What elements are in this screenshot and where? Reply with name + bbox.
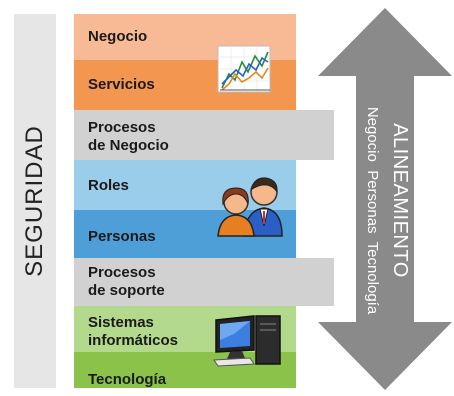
alignment-subtitle-box: Negocio Personas Tecnología xyxy=(358,60,388,360)
security-label-box: SEGURIDAD xyxy=(14,14,56,388)
security-label: SEGURIDAD xyxy=(21,125,48,277)
label-sistemas: Sistemas informáticos xyxy=(88,314,179,349)
people-icon xyxy=(217,177,283,237)
label-procesos-negocio: Procesos de Negocio xyxy=(88,119,169,154)
line-chart-icon xyxy=(217,45,271,93)
alignment-arrow-icon xyxy=(318,8,452,390)
label-tecnologia: Tecnología xyxy=(88,371,167,388)
layer-procesos-soporte xyxy=(74,258,334,306)
security-bar xyxy=(14,14,56,388)
label-roles: Roles xyxy=(88,177,129,194)
label-personas: Personas xyxy=(88,228,156,245)
label-negocio: Negocio xyxy=(88,28,148,45)
label-procesos-soporte: Procesos de soporte xyxy=(88,264,165,299)
alignment-title: ALINEAMIENTO xyxy=(388,122,411,278)
computer-icon xyxy=(213,315,281,367)
label-servicios: Servicios xyxy=(88,76,155,93)
layer-procesos-negocio xyxy=(74,110,334,160)
alignment-subtitle: Negocio Personas Tecnología xyxy=(364,106,382,314)
